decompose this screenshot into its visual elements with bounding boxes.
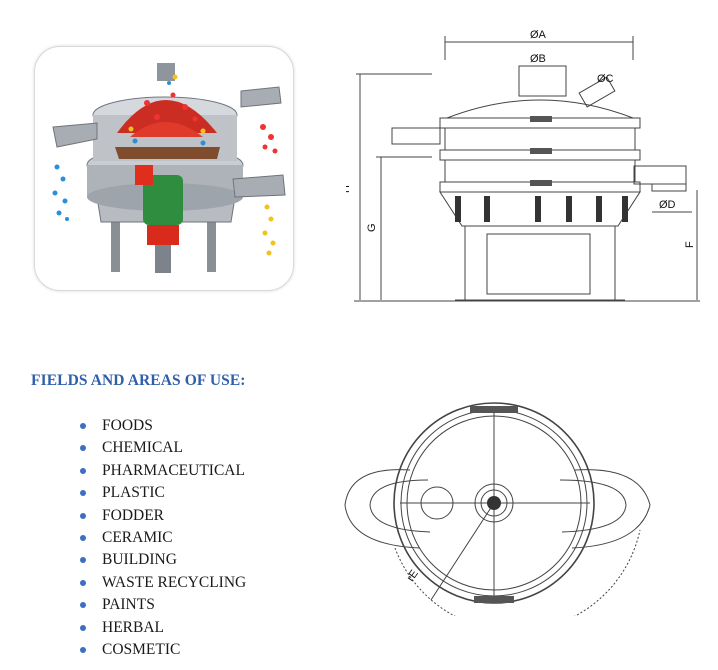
sieve-cutaway-image	[34, 46, 294, 291]
top-view-drawing: rE	[344, 402, 651, 616]
dim-label-h: H	[346, 185, 352, 193]
list-item: CERAMIC	[80, 527, 246, 549]
list-item: FODDER	[80, 505, 246, 527]
dim-label-c: ØC	[597, 73, 614, 85]
dim-label-d: ØD	[659, 199, 676, 211]
dim-label-b: ØB	[530, 53, 546, 65]
list-item: BUILDING	[80, 549, 246, 571]
dim-label-f: F	[684, 241, 696, 248]
list-item: PAINTS	[80, 594, 246, 616]
dim-label-a: ØA	[530, 29, 547, 41]
dim-label-e: rE	[405, 568, 421, 584]
side-elevation-drawing: ØA ØB ØC ØD H G F	[346, 29, 700, 302]
list-item: COSMETIC	[80, 639, 246, 661]
list-item: CHEMICAL	[80, 437, 246, 459]
fields-title: FIELDS AND AREAS OF USE:	[31, 372, 246, 389]
fields-list: FOODS CHEMICAL PHARMACEUTICAL PLASTIC FO…	[80, 415, 246, 661]
list-item: WASTE RECYCLING	[80, 572, 246, 594]
list-item: HERBAL	[80, 617, 246, 639]
list-item: PHARMACEUTICAL	[80, 460, 246, 482]
list-item: PLASTIC	[80, 482, 246, 504]
dim-label-g: G	[366, 223, 378, 232]
list-item: FOODS	[80, 415, 246, 437]
